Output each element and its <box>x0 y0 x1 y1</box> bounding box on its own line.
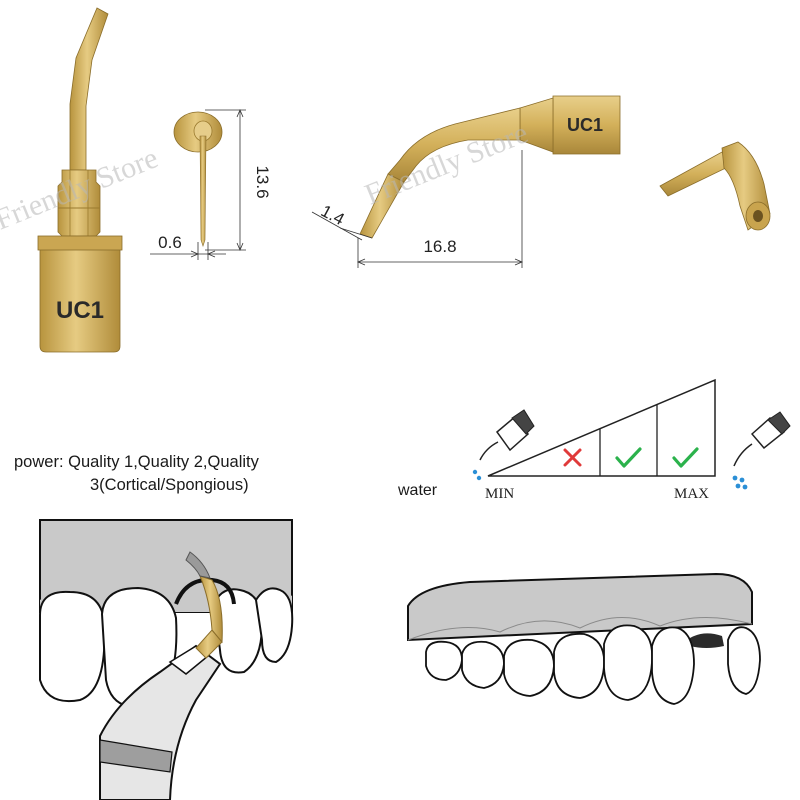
dim-tip-width: 1.4 <box>318 201 348 229</box>
water-scale-wedge <box>487 378 716 477</box>
handpiece-high-water-icon <box>732 411 791 490</box>
tip-model-label-side: UC1 <box>567 115 603 135</box>
tip-angled-view <box>659 141 771 231</box>
water-label: water <box>398 482 438 499</box>
mark-max-check-icon <box>672 447 699 468</box>
dental-arch-illustration <box>407 572 761 705</box>
tip-model-label: UC1 <box>56 297 104 324</box>
tip-side-view: UC1 16.8 1.4 <box>311 95 621 268</box>
power-line-2: 3(Cortical/Spongious) <box>90 476 249 495</box>
bone-cut-illustration <box>39 519 294 800</box>
water-max-label: MAX <box>674 486 709 502</box>
tip-front-view: UC1 <box>37 7 123 353</box>
mark-min-cross-icon <box>563 448 582 467</box>
water-scale: MIN MAX <box>472 378 791 502</box>
dim-length: 16.8 <box>423 237 456 256</box>
water-min-label: MIN <box>485 486 514 502</box>
dim-width: 0.6 <box>158 233 182 252</box>
tip-end-view: 13.6 0.6 <box>150 108 272 260</box>
handpiece-low-water-icon <box>472 409 535 481</box>
power-description: power: Quality 1,Quality 2,Quality 3(Cor… <box>14 451 259 497</box>
dim-height: 13.6 <box>253 165 272 198</box>
mark-mid-check-icon <box>615 447 642 468</box>
power-line-1: power: Quality 1,Quality 2,Quality <box>14 453 259 471</box>
